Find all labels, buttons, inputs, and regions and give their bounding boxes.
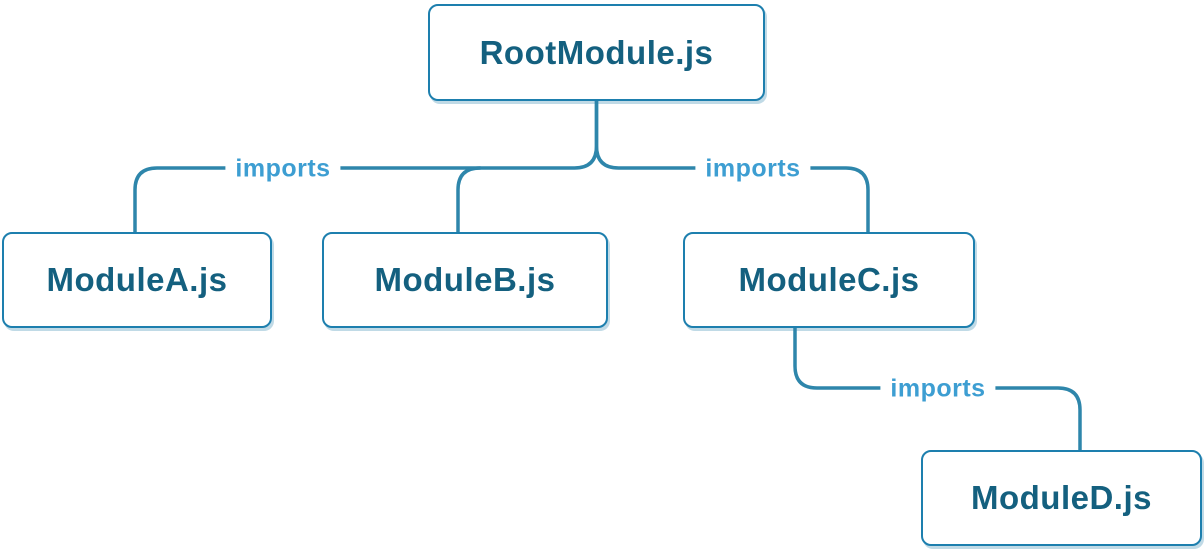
edge-label-imports-right: imports: [695, 154, 811, 184]
node-module-c: ModuleC.js: [683, 232, 975, 328]
edge-label-imports-left: imports: [225, 154, 341, 184]
node-module-c-label: ModuleC.js: [738, 261, 920, 298]
edge-root-to-module-b: [456, 166, 482, 234]
node-module-d: ModuleD.js: [921, 450, 1202, 546]
node-module-b-label: ModuleB.js: [374, 261, 556, 298]
node-module-a-label: ModuleA.js: [46, 261, 228, 298]
node-root-module-label: RootModule.js: [479, 33, 714, 71]
edge-root-to-module-a: [133, 99, 599, 234]
edge-label-imports-bottom: imports: [880, 374, 996, 404]
node-module-b: ModuleB.js: [322, 232, 608, 328]
node-root-module: RootModule.js: [428, 4, 765, 101]
node-module-a: ModuleA.js: [2, 232, 272, 328]
node-module-d-label: ModuleD.js: [970, 479, 1152, 516]
